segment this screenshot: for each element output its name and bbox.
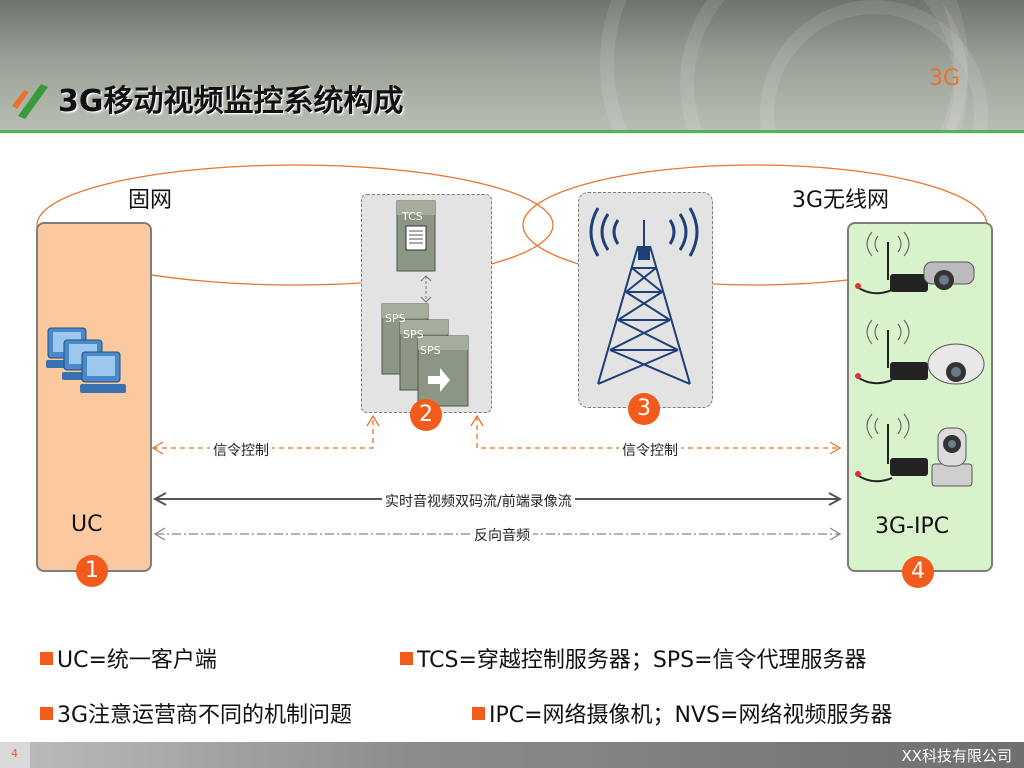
tcs-server-label: TCS [402,210,423,223]
page-number-box [0,742,30,768]
page-number: 4 [11,747,18,760]
bullet-camera-icon [855,231,975,295]
fixed-network-label: 固网 [128,188,173,213]
sps-server-label-3: SPS [420,344,441,357]
sps-server-label-1: SPS [385,312,406,325]
tcs-sps-link-icon [420,275,432,303]
sps-servers-icon [381,303,469,407]
corner-tag: 3G [929,66,961,91]
note-ipc-nvs: IPC=网络摄像机；NVS=网络视频服务器 [472,697,892,729]
badge-3: 3 [628,393,660,425]
signal-control-right-label: 信令控制 [619,440,681,460]
note-uc: UC=统一客户端 [40,642,217,674]
note-ipc-nvs-text: IPC=网络摄像机；NVS=网络视频服务器 [489,703,893,728]
ptz-camera-icon [855,413,973,487]
wireless-network-label: 3G无线网 [792,188,890,213]
note-bullet-icon [40,652,53,665]
company-name: XX科技有限公司 [901,747,1012,765]
note-tcs-sps: TCS=穿越控制服务器；SPS=信令代理服务器 [400,642,867,674]
header-divider [0,130,1024,133]
slash-logo-icon [12,84,48,119]
signal-control-left-heads [151,414,380,455]
stream-arrow-head-right [828,492,843,506]
reverse-audio-label: 反向音频 [471,525,533,545]
signal-control-right-heads [470,414,842,455]
computers-icon [46,327,126,393]
stream-arrow-head-left [152,492,167,506]
tcs-server-icon [396,200,436,272]
badge-1: 1 [76,555,108,587]
ipc-label: 3G-IPC [875,514,950,539]
badge-4: 4 [902,556,934,588]
note-bullet-icon [40,707,53,720]
signal-control-left-label: 信令控制 [210,440,272,460]
sps-server-label-2: SPS [403,328,424,341]
note-carrier-text: 3G注意运营商不同的机制问题 [57,703,353,728]
reverse-audio-arrow-head-right [829,527,842,541]
note-uc-text: UC=统一客户端 [57,648,217,673]
note-bullet-icon [472,707,485,720]
signal-control-right-arrow [476,416,840,449]
uc-label: UC [71,512,103,537]
reverse-audio-arrow-head-left [153,527,166,541]
note-bullet-icon [400,652,413,665]
slide-title: 3G移动视频监控系统构成 [58,84,404,119]
footer-bar [0,742,1024,768]
header-banner [0,0,1024,130]
cell-tower-icon [589,207,699,385]
note-tcs-sps-text: TCS=穿越控制服务器；SPS=信令代理服务器 [417,648,867,673]
note-carrier: 3G注意运营商不同的机制问题 [40,697,352,729]
badge-2: 2 [410,399,442,431]
stream-label: 实时音视频双码流/前端录像流 [382,491,575,511]
dome-camera-icon [855,319,985,385]
uc-client-box [36,222,152,572]
